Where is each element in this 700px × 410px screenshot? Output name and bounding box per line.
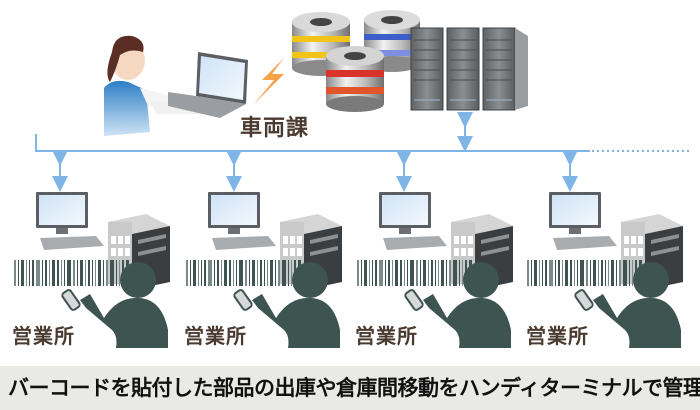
headquarters-label: 車両課 [240, 116, 310, 141]
person-silhouette-icon [593, 262, 681, 348]
caption-text: バーコードを貼付した部品の出庫や倉庫間移動をハンディターミナルで管理 [8, 376, 700, 400]
barcode-icon [357, 260, 472, 286]
barcode-icon [527, 260, 642, 286]
laptop-icon [168, 52, 248, 118]
server-rack-icon [410, 27, 528, 111]
barcode-icon [14, 260, 129, 286]
desktop-computer-icon [379, 192, 447, 250]
branch-label: 営業所 [12, 324, 75, 348]
branch-office [527, 192, 683, 348]
branch-label: 営業所 [526, 324, 589, 348]
lightning-icon [254, 58, 284, 104]
branch-label: 営業所 [355, 324, 418, 348]
branch-office [357, 192, 513, 348]
person-silhouette-icon [423, 262, 511, 348]
handheld-scanner-icon [574, 289, 594, 311]
handheld-scanner-icon [61, 289, 81, 311]
desktop-computer-icon [549, 192, 617, 250]
branch-office [186, 192, 342, 348]
database-icon [292, 10, 420, 112]
person-silhouette-icon [80, 262, 168, 348]
branch-office [14, 192, 170, 348]
barcode-icon [186, 260, 301, 286]
handheld-scanner-icon [233, 289, 253, 311]
person-silhouette-icon [252, 262, 340, 348]
network-line [35, 134, 690, 152]
handheld-scanner-icon [404, 289, 424, 311]
desktop-computer-icon [208, 192, 276, 250]
desktop-computer-icon [36, 192, 104, 250]
caption-bar [0, 366, 700, 410]
branch-label: 営業所 [184, 324, 247, 348]
office-worker-icon [104, 35, 198, 136]
